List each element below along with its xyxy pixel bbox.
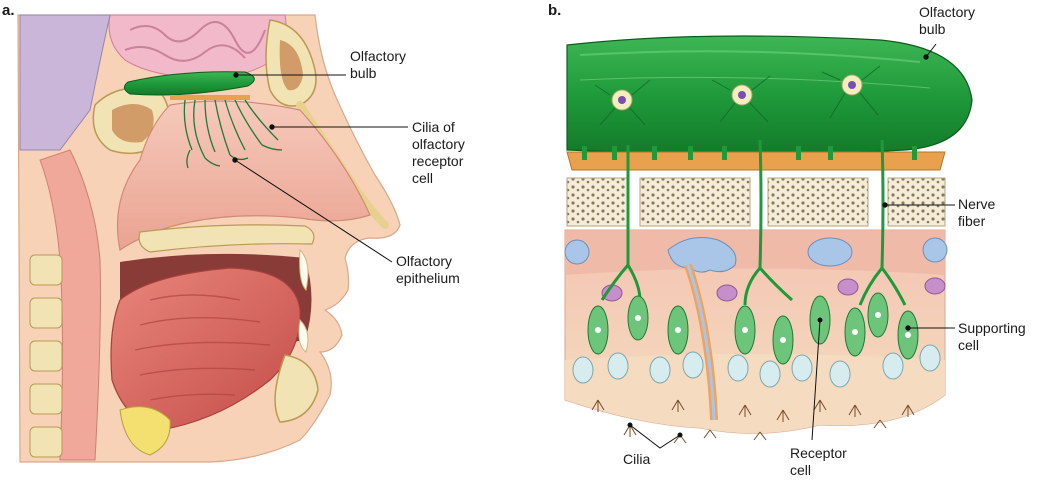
- label-cilia: Cilia: [623, 451, 651, 467]
- mitral-cells: [611, 74, 863, 111]
- receptor-cells: [587, 292, 919, 365]
- label-olfactory-bulb-a: Olfactory bulb: [350, 48, 407, 81]
- label-receptor-cell: Receptor cell: [790, 445, 847, 478]
- label-olfactory-epithelium: Olfactory epithelium: [396, 253, 460, 286]
- tongue: [110, 267, 301, 431]
- ethmoid-bone-blocks: [566, 177, 946, 227]
- label-nerve-fiber: Nerve fiber: [958, 196, 996, 229]
- olfactory-bulb-a: [124, 71, 255, 96]
- leader-lines-a: [232, 72, 408, 263]
- cribriform-plate: [566, 151, 946, 171]
- bowman-glands: [564, 237, 948, 421]
- label-supporting-cell: Supporting cell: [958, 320, 1026, 353]
- head-section: [17, 14, 401, 463]
- panel-label-a: a.: [2, 2, 15, 19]
- leader-lines-b: [627, 43, 955, 449]
- nerve-fibers-b: [600, 139, 907, 306]
- olfactory-nerve-fibers-a: [183, 99, 283, 169]
- label-cilia-of-olfactory-receptor-cell: Cilia of olfactory receptor cell: [412, 119, 465, 186]
- label-olfactory-bulb-b: Olfactory bulb: [919, 4, 976, 37]
- basal-cells: [601, 277, 946, 302]
- panel-label-b: b.: [548, 2, 562, 19]
- supporting-cells: [572, 344, 941, 388]
- nasal-cavity: [116, 100, 371, 251]
- epithelium-section: [564, 35, 973, 444]
- vertebrae: [29, 254, 63, 458]
- mandible: [274, 354, 319, 423]
- hard-palate: [138, 224, 315, 253]
